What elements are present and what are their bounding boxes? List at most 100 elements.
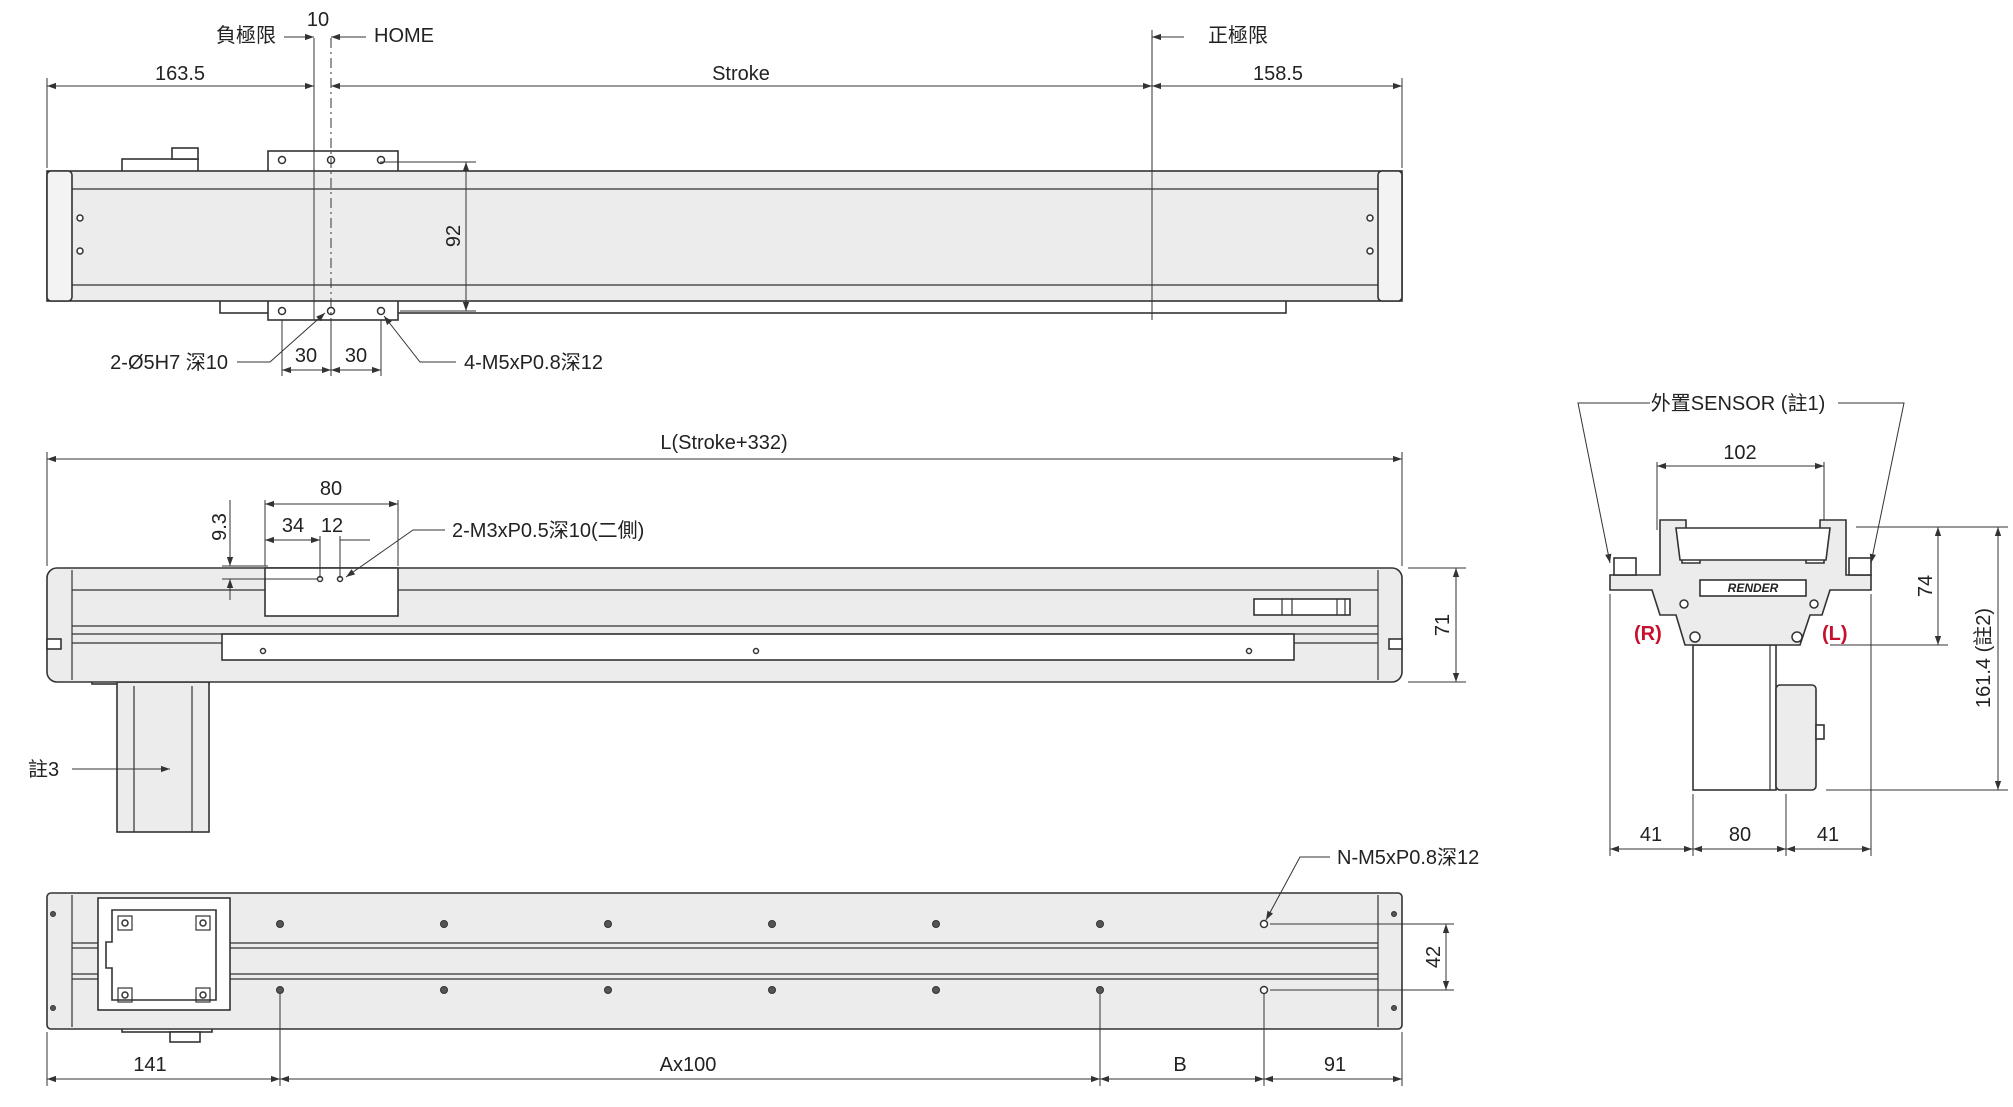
mount-hole (1096, 920, 1104, 928)
right-mark: (R) (1634, 623, 1662, 645)
top-view: 10 負極限 HOME 正極限 163.5 Stroke 158.5 92 30… (46, 9, 1403, 376)
mount-hole (604, 920, 612, 928)
side-screw (1245, 647, 1253, 655)
carriage-hole (277, 155, 287, 165)
motor-bolt (121, 991, 129, 999)
hole-offset-label: 34 (282, 515, 304, 537)
side-rail (221, 633, 1295, 661)
mount-hole (932, 920, 940, 928)
top-view-right-endcap (1377, 170, 1403, 302)
leader-line (345, 529, 445, 578)
mount-hole (1259, 985, 1269, 995)
end-width-left-label: 41 (1640, 824, 1662, 846)
sensor-label: 外置SENSOR (註1) (1651, 392, 1825, 415)
hole-pattern-label: Ax100 (660, 1054, 717, 1076)
left-mark: (L) (1822, 623, 1848, 645)
top-height-label: 92 (443, 225, 465, 247)
mount-hole (768, 920, 776, 928)
side-screw (752, 647, 760, 655)
end-top-profile (1675, 527, 1831, 561)
side-slider (264, 567, 399, 617)
bottom-left-length-label: 141 (133, 1054, 166, 1076)
neg-limit-label: 負極限 (216, 24, 276, 47)
mount-hole-row-lower (276, 985, 1269, 995)
mount-hole (440, 920, 448, 928)
leader-line (383, 315, 456, 363)
motor-bolt-box (117, 987, 133, 1003)
endcap-screw (76, 247, 84, 255)
mount-hole (440, 986, 448, 994)
pin-holes-label: 2-Ø5H7 深10 (110, 351, 228, 374)
hole-pitch-label: 12 (321, 515, 343, 537)
leader-line (1265, 856, 1330, 921)
side-connector (1253, 598, 1351, 616)
end-view: 外置SENSOR (註1) 102 RENDER (R) (L) 74 161.… (1577, 392, 2008, 856)
motor-bolt-box (117, 915, 133, 931)
leader-line (1838, 402, 1905, 564)
end-motor (1692, 644, 1777, 791)
note3-label: 註3 (28, 758, 59, 781)
hole-height-label: 9.3 (209, 513, 231, 541)
side-right-plug (1388, 638, 1403, 650)
mount-hole (768, 986, 776, 994)
side-screw (259, 647, 267, 655)
top-right-length-label: 158.5 (1253, 63, 1303, 85)
end-sensor-left (1613, 557, 1637, 576)
top-left-length-label: 163.5 (155, 63, 205, 85)
motor-bolt (199, 919, 207, 927)
mount-hole (604, 986, 612, 994)
pos-limit-label: 正極限 (1208, 24, 1268, 47)
pitch-right-label: 30 (345, 345, 367, 367)
end-label-plate (1699, 579, 1807, 597)
mount-hole (932, 986, 940, 994)
carriage-hole (277, 306, 287, 316)
b-length-label: B (1173, 1054, 1186, 1076)
end-width-top-label: 102 (1723, 442, 1756, 464)
row-pitch-label: 42 (1423, 946, 1445, 968)
mount-hole (276, 920, 284, 928)
end-encoder (1775, 684, 1817, 791)
side-body (46, 567, 1403, 683)
top-view-motor-block (121, 158, 199, 173)
motor-bolt (199, 991, 207, 999)
bottom-end-screw (1391, 1005, 1397, 1011)
home-label: HOME (374, 25, 434, 47)
leader-line (1577, 402, 1650, 564)
bottom-right-length-label: 91 (1324, 1054, 1346, 1076)
side-view: L(Stroke+332) 80 34 12 (28, 432, 1466, 833)
bottom-body (46, 892, 1403, 1030)
end-height-total-label: 161.4 (註2) (1972, 608, 1995, 708)
mount-holes-label: N-M5xP0.8深12 (1337, 846, 1479, 869)
slider-length-label: 80 (320, 478, 342, 500)
leader-line (237, 312, 326, 363)
end-screw (1809, 599, 1819, 609)
side-motor (116, 681, 210, 833)
endcap-screw (1366, 247, 1374, 255)
side-height-label: 71 (1432, 614, 1454, 636)
bottom-view: N-M5xP0.8深12 42 141 Ax100 B 91 (46, 846, 1479, 1086)
pitch-left-label: 30 (295, 345, 317, 367)
mount-hole (1096, 986, 1104, 994)
top-view-left-endcap (46, 170, 73, 302)
end-width-right-label: 41 (1817, 824, 1839, 846)
end-logo: RENDER (1728, 581, 1779, 595)
bottom-end-screw (1391, 911, 1397, 917)
bottom-end-screw (50, 1005, 56, 1011)
bottom-motor-tab (169, 1031, 201, 1043)
total-length-label: L(Stroke+332) (660, 432, 787, 454)
bottom-motor-face (105, 909, 217, 1001)
tapped-holes-label: 4-M5xP0.8深12 (464, 351, 603, 374)
mount-hole (1259, 919, 1269, 929)
end-screw (1689, 631, 1701, 643)
endcap-screw (1366, 214, 1374, 222)
side-left-plug (46, 638, 62, 650)
mount-hole-row-upper (276, 919, 1269, 929)
end-width-mid-label: 80 (1729, 824, 1751, 846)
end-height-upper-label: 74 (1915, 575, 1937, 597)
top-view-body (46, 170, 1403, 302)
bottom-end-screw (50, 911, 56, 917)
home-offset-label: 10 (307, 9, 329, 31)
mount-hole (276, 986, 284, 994)
top-view-motor-tab (171, 147, 199, 160)
